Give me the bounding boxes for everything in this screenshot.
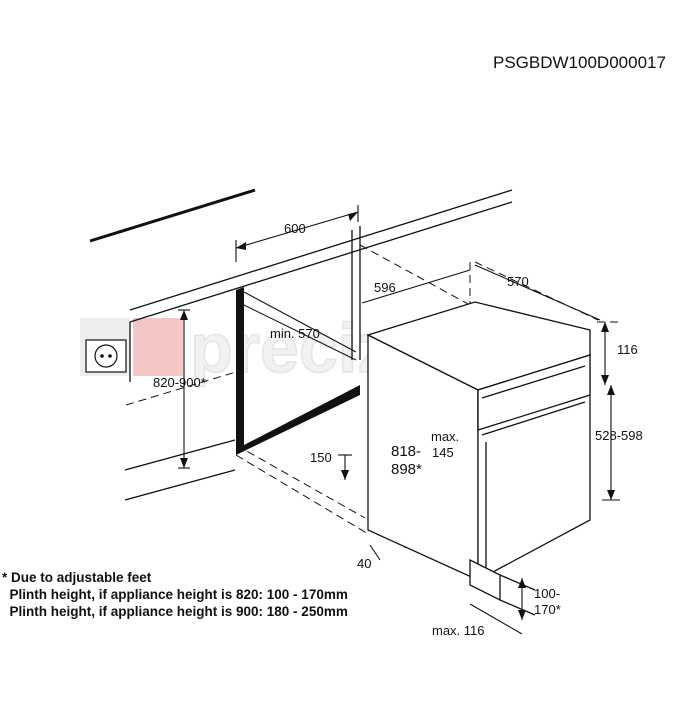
- label-panel-height: 528-598: [595, 428, 643, 443]
- watermark-logo-accent: [133, 318, 183, 376]
- dim-bottom-116-line: [469, 603, 523, 635]
- dim-600-line: [235, 211, 359, 249]
- socket-outlet-icon: [94, 344, 118, 368]
- label-socket-height: 820-900*: [153, 375, 206, 390]
- plinth-guide-top: [499, 574, 536, 591]
- worktop: [89, 188, 513, 501]
- worktop-bottom-line: [129, 201, 513, 323]
- panel-inner-line: [481, 365, 586, 399]
- label-max-gap-1: max.: [431, 429, 459, 444]
- dim-40-line: [369, 544, 381, 561]
- guide-floor-plinth-2: [235, 454, 371, 536]
- worktop-edge: [89, 188, 256, 243]
- label-appliance-width: 596: [374, 280, 396, 295]
- dim-570-line: [474, 264, 601, 321]
- guide-appliance-depth: [359, 244, 471, 306]
- label-plinth-depth: 150: [310, 450, 332, 465]
- niche-cavity: [236, 287, 360, 455]
- plinth-guide-bottom: [499, 599, 536, 616]
- label-niche-depth: min. 570: [270, 326, 320, 341]
- arrowhead: [607, 385, 615, 395]
- arrowhead: [180, 458, 188, 468]
- label-bottom-max: max. 116: [432, 623, 485, 638]
- arrowhead: [601, 375, 609, 385]
- label-panel-top: 116: [617, 342, 638, 357]
- label-appliance-height-1: 818-: [391, 443, 421, 460]
- socket-pin-right: [108, 354, 112, 358]
- product-code: PSGBDW100D000017: [493, 53, 666, 72]
- arrowhead: [341, 470, 349, 480]
- dashed-guides: [125, 244, 620, 536]
- note-plinth-820: Plinth height, if appliance height is 82…: [2, 587, 348, 602]
- label-plinth-2: 170*: [534, 602, 561, 617]
- label-appliance-depth: 570: [507, 274, 529, 289]
- label-plinth-1: 100-: [534, 586, 560, 601]
- arrowhead: [180, 310, 188, 320]
- dim-596-line: [361, 269, 471, 304]
- dim-min570-line: [243, 291, 357, 353]
- socket-pin-left: [100, 354, 104, 358]
- guide-floor-plinth: [235, 444, 366, 519]
- guide-depth-right: [474, 261, 599, 321]
- floor-line-left: [124, 439, 236, 471]
- note-adjustable-feet: * Due to adjustable feet: [2, 570, 152, 585]
- dimension-labels: 600 min. 570 820-900* 596 570 116 528-59…: [153, 221, 643, 638]
- label-appliance-height-2: 898*: [391, 461, 422, 478]
- arrowhead: [607, 490, 615, 500]
- label-max-gap-2: 145: [432, 445, 454, 460]
- door-top-line: [481, 401, 586, 436]
- arrowhead: [601, 322, 609, 332]
- dishwasher: [366, 301, 591, 616]
- guide-floor-left: [125, 371, 237, 406]
- label-plinth-gap: 40: [357, 556, 371, 571]
- niche-inner-edge: [243, 304, 357, 361]
- note-plinth-900: Plinth height, if appliance height is 90…: [2, 604, 348, 619]
- label-niche-width: 600: [284, 221, 306, 236]
- arrowhead: [236, 242, 246, 250]
- worktop-top-line: [129, 189, 513, 311]
- floor-line-left-2: [124, 469, 236, 501]
- arrowhead: [518, 610, 526, 620]
- power-socket: [85, 339, 127, 373]
- arrowhead: [348, 212, 358, 221]
